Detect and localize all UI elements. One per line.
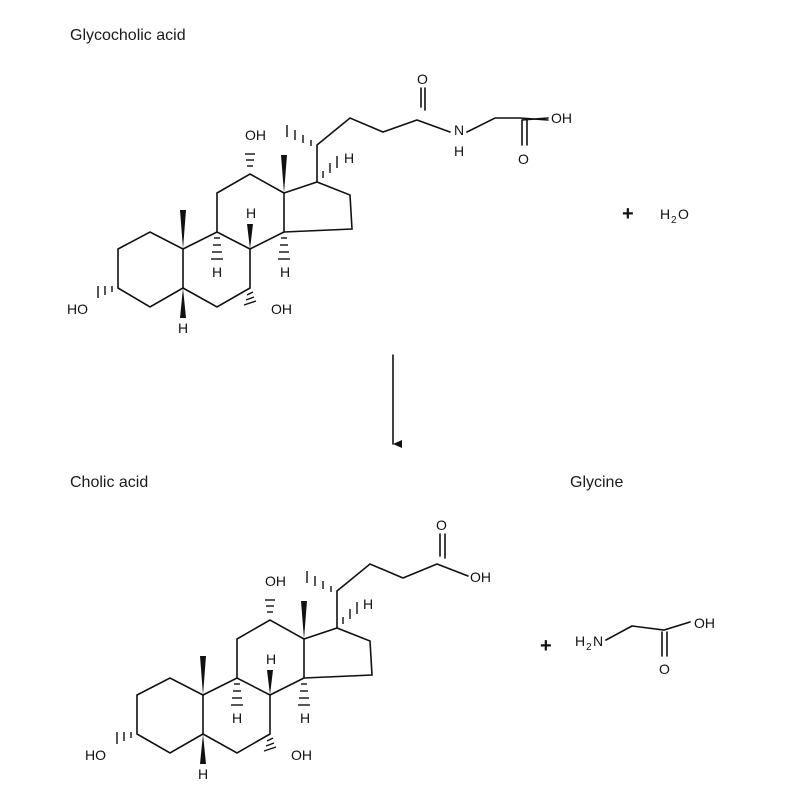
atom-amine-h: H (575, 633, 585, 649)
atom-amide-n: N (454, 122, 464, 138)
ring-b (182, 231, 251, 308)
atom-h-c9: H (212, 264, 222, 280)
water-formula: H 2 O (660, 206, 689, 226)
atom-oh-c12: OH (265, 573, 286, 589)
atom-amine-n: N (593, 633, 603, 649)
water-o: O (678, 206, 689, 222)
water-subscript: 2 (671, 215, 677, 226)
ring-c (236, 619, 305, 696)
side-chain (336, 563, 469, 629)
h-wedge-c5 (180, 288, 186, 318)
reactant-name: Glycocholic acid (70, 27, 186, 44)
atom-acid-oh: OH (694, 615, 715, 631)
plus-sign-glycine: + (540, 635, 552, 657)
acid-carbonyl-bond (439, 533, 446, 559)
atom-acid-o: O (436, 517, 447, 533)
acid-carbonyl-bond (521, 119, 528, 146)
atom-acid-oh: OH (470, 569, 491, 585)
side-chain (316, 117, 451, 183)
product-name-glycine: Glycine (570, 474, 624, 491)
atom-h-c8: H (246, 205, 256, 221)
atom-h-c8: H (266, 651, 276, 667)
atom-acid-o: O (659, 661, 670, 677)
atom-amine-subscript: 2 (586, 642, 592, 653)
amide-carbonyl-bond (420, 87, 426, 111)
h-wedge-c8 (267, 670, 273, 695)
glycine-chain (466, 117, 549, 133)
atom-acid-o: O (518, 151, 529, 167)
atom-oh-c12: OH (245, 127, 266, 143)
methyl-wedge-c13 (281, 155, 287, 193)
h-wedge-c8 (247, 224, 253, 249)
glycine-carbonyl-bond (661, 631, 668, 657)
acid-bond (521, 117, 549, 121)
ring-b (202, 677, 271, 754)
atom-h-c17: H (344, 150, 354, 166)
atom-h-c14: H (300, 710, 310, 726)
h-wedge-c5 (200, 734, 206, 764)
atom-oh-c7: OH (271, 301, 292, 317)
plus-sign-water: + (622, 203, 634, 225)
atom-h-c17: H (363, 596, 373, 612)
glycine-structure: H 2 N OH O (575, 615, 715, 677)
hash-bonds-reactant (97, 125, 338, 306)
atom-h-c5: H (178, 320, 188, 336)
glycine-backbone (605, 621, 691, 641)
atom-h-c14: H (280, 264, 290, 280)
atom-h-c9: H (232, 710, 242, 726)
atom-amide-h: H (454, 143, 464, 159)
methyl-wedge-c13 (301, 601, 307, 639)
ring-c (216, 173, 285, 250)
methyl-wedge-c10 (180, 210, 186, 249)
atom-acid-oh: OH (551, 110, 572, 126)
ring-d (303, 627, 373, 679)
methyl-wedge-c10 (200, 656, 206, 695)
atom-ho-ring-a: HO (67, 301, 88, 317)
atom-h-c5: H (198, 766, 208, 782)
hash-bonds-product (116, 571, 358, 752)
product-name-cholic-acid: Cholic acid (70, 474, 149, 491)
glycocholic-acid-structure: HO OH OH H H H H H O N H OH O (67, 71, 572, 336)
atom-ho-ring-a: HO (85, 747, 106, 763)
ring-d (283, 181, 353, 233)
cholic-acid-structure: HO OH OH H H H H H O OH (85, 517, 491, 782)
ring-a (136, 677, 204, 754)
water-h: H (660, 206, 670, 222)
atom-amide-o: O (417, 71, 428, 87)
ring-a (117, 231, 184, 308)
atom-oh-c7: OH (291, 747, 312, 763)
